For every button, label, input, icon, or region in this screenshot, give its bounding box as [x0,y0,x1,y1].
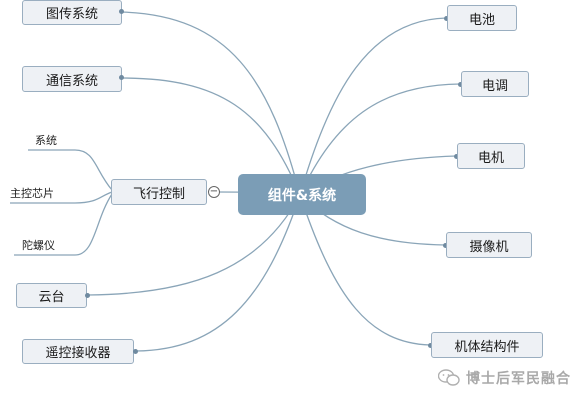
node-battery[interactable]: 电池 [447,5,517,31]
node-camera[interactable]: 摄像机 [446,232,532,258]
collapse-toggle[interactable]: − [208,186,220,198]
watermark-text: 博士后军民融合 [466,371,571,387]
sub-node-label: 系统 [35,134,57,147]
sub-node-system[interactable]: 系统 [35,132,57,148]
connector-left-5 [135,194,301,352]
collapse-symbol: − [209,186,219,197]
node-motor[interactable]: 电机 [457,143,525,169]
node-communication-system[interactable]: 通信系统 [22,66,122,92]
node-esc[interactable]: 电调 [461,71,529,97]
node-anchor-dot [428,343,433,348]
node-anchor-dot [458,82,463,87]
connector-left-4 [87,194,301,296]
node-label: 通信系统 [45,73,98,89]
watermark: 博士后军民融合 [438,368,571,388]
node-label: 电机 [477,150,504,166]
central-node-label: 组件&系统 [267,187,337,204]
node-label: 电池 [468,12,495,28]
node-image-transmission[interactable]: 图传系统 [22,0,122,25]
connector-sub-3 [14,193,113,256]
node-label: 机体结构件 [454,339,520,355]
node-anchor-dot [133,349,138,354]
connector-right-1 [299,17,447,196]
central-node[interactable]: 组件&系统 [238,174,366,215]
node-anchor-dot [444,16,449,21]
node-anchor-dot [85,293,90,298]
node-label: 电调 [481,78,508,94]
connector-sub-2 [10,191,113,204]
connector-left-1 [120,11,301,196]
connector-left-2 [120,77,301,196]
node-anchor-dot [443,243,448,248]
node-label: 飞行控制 [132,186,185,202]
sub-node-main-chip[interactable]: 主控芯片 [10,185,54,201]
node-flight-control[interactable]: 飞行控制 [111,179,207,205]
node-gimbal[interactable]: 云台 [16,283,87,308]
node-anchor-dot [454,154,459,159]
node-label: 遥控接收器 [45,346,111,361]
sub-node-gyroscope[interactable]: 陀螺仪 [22,237,55,253]
sub-node-label: 主控芯片 [10,187,54,200]
connector-sub-1 [28,149,113,191]
node-anchor-dot [119,75,124,80]
wechat-icon [438,369,460,386]
node-label: 云台 [38,290,65,305]
node-remote-receiver[interactable]: 遥控接收器 [22,339,134,364]
node-label: 摄像机 [469,239,509,255]
node-label: 图传系统 [45,7,98,22]
connector-right-2 [299,83,461,196]
node-anchor-dot [119,9,124,14]
sub-node-label: 陀螺仪 [22,239,55,252]
node-airframe[interactable]: 机体结构件 [431,332,543,358]
connector-right-5 [299,194,431,346]
